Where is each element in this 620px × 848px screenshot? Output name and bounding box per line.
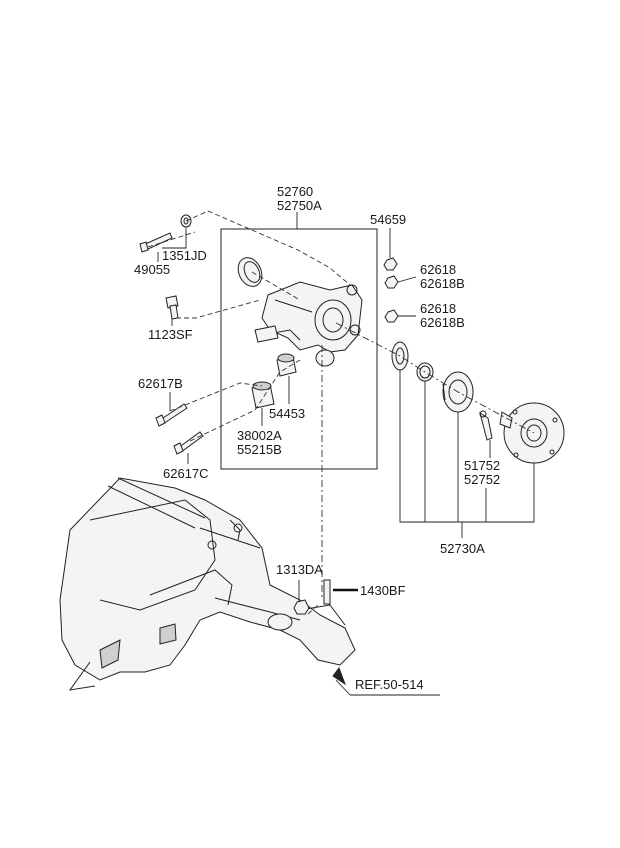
label-1313da: 1313DA [276, 562, 323, 577]
label-38002a: 38002A [237, 428, 282, 443]
label-62618-mid: 62618 [420, 301, 456, 316]
wheel-hub [499, 402, 565, 464]
bushing-54453 [276, 353, 297, 377]
label-62618b-top: 62618B [420, 276, 465, 291]
nut-54659 [383, 257, 398, 271]
rear-subframe [59, 477, 356, 691]
nut-62618-top [384, 275, 399, 289]
bolt-62617c [173, 431, 204, 455]
nut-1313da [293, 599, 310, 615]
label-1430bf: 1430BF [360, 583, 406, 598]
wheel-bearing-seal [391, 341, 409, 371]
label-ref-50-514: REF.50-514 [355, 677, 424, 692]
label-52730a: 52730A [440, 541, 485, 556]
label-52760: 52760 [277, 184, 313, 199]
bolt-49055 [139, 232, 173, 253]
bolt-62617b [155, 403, 188, 427]
nut-62618-mid [384, 309, 399, 323]
bushing-38002a [251, 381, 275, 409]
label-54659: 54659 [370, 212, 406, 227]
label-1123sf: 1123SF [148, 327, 193, 342]
hub-bolt [479, 410, 493, 441]
label-54453: 54453 [269, 406, 305, 421]
label-62617c: 62617C [163, 466, 209, 481]
label-62618-top: 62618 [420, 262, 456, 277]
label-1351jd: 1351JD [162, 248, 207, 263]
label-52752: 52752 [464, 472, 500, 487]
label-62617b: 62617B [138, 376, 183, 391]
bolt-1123sf [165, 295, 179, 320]
knuckle-assembly-frame [220, 228, 378, 470]
rear-knuckle [254, 281, 363, 353]
dust-seal-ring [237, 257, 263, 287]
bolt-1430bf [323, 579, 331, 605]
label-52750a: 52750A [277, 198, 322, 213]
label-51752: 51752 [464, 458, 500, 473]
label-62618b-mid: 62618B [420, 315, 465, 330]
label-55215b: 55215B [237, 442, 282, 457]
knuckle-lower-bushing [315, 349, 335, 367]
label-49055: 49055 [134, 262, 170, 277]
